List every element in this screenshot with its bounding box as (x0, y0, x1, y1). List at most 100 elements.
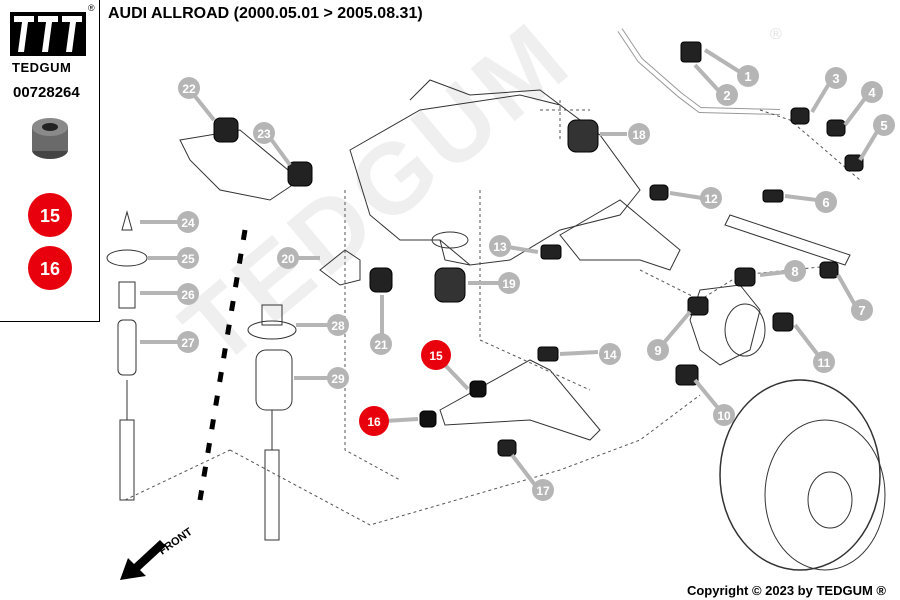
bushing-13 (540, 244, 562, 260)
front-arrow: FRONT (120, 526, 195, 580)
svg-text:23: 23 (257, 127, 271, 141)
bushing-1 (680, 41, 702, 63)
bushing-16 (419, 410, 437, 428)
shock-absorber-left (119, 419, 135, 501)
callout-27: 27 (177, 331, 199, 353)
callout-28: 28 (327, 314, 349, 336)
strut-mount-left (106, 249, 148, 267)
bushing-12 (649, 184, 669, 201)
callout-8: 8 (784, 260, 806, 282)
callout-6: 6 (815, 191, 837, 213)
sidebar-panel: ® TEDGUM 00728264 15 16 (0, 0, 100, 322)
lateral-link (724, 214, 851, 266)
callout-2: 2 (716, 84, 738, 106)
product-thumbnail (32, 118, 68, 159)
assembly-line-bottom (229, 394, 701, 526)
callout-14: 14 (599, 343, 621, 365)
svg-text:13: 13 (493, 240, 507, 254)
lower-wishbone (439, 359, 601, 441)
bushing-6 (762, 189, 784, 203)
svg-text:6: 6 (822, 195, 829, 210)
strut-mount-right (247, 320, 297, 340)
svg-text:25: 25 (181, 252, 195, 266)
svg-text:17: 17 (536, 484, 550, 498)
highlight-badge-16 (28, 246, 72, 290)
bushing-18 (567, 119, 599, 153)
svg-text:11: 11 (818, 356, 831, 370)
vehicle-title: AUDI ALLROAD (2000.05.01 > 2005.08.31) (108, 5, 423, 22)
callout-15: 15 (421, 340, 451, 370)
svg-text:14: 14 (603, 348, 617, 362)
callout-25: 25 (177, 247, 199, 269)
tedgum-logo (10, 12, 86, 56)
wheel-hub-carrier (689, 284, 761, 366)
strut-mount-top (261, 304, 283, 326)
svg-text:1: 1 (744, 69, 751, 84)
callout-7: 7 (851, 299, 873, 321)
copyright: Copyright © 2023 by TEDGUM ® (686, 583, 886, 598)
callout-19: 19 (498, 272, 520, 294)
bushing-19 (434, 267, 466, 303)
svg-text:9: 9 (654, 343, 661, 358)
callout-10: 10 (713, 404, 735, 426)
subframe (349, 94, 641, 266)
svg-text:21: 21 (374, 338, 388, 352)
svg-text:28: 28 (331, 319, 345, 333)
callout-12: 12 (700, 187, 722, 209)
callouts: 1 2 3 4 5 6 7 8 9 10 11 12 13 14 15 16 1… (177, 65, 895, 501)
registered-mark: ® (88, 3, 95, 13)
callout-17: 17 (532, 479, 554, 501)
hub-bearing (724, 303, 766, 357)
svg-text:5: 5 (880, 118, 887, 133)
callout-24: 24 (177, 211, 199, 233)
callout-9: 9 (647, 339, 669, 361)
subframe-top-arm (409, 79, 561, 106)
highlight-badge-15 (28, 193, 72, 237)
center-axis-line (197, 229, 248, 501)
highlight-label-16: 16 (40, 259, 60, 279)
callout-29: 29 (327, 367, 349, 389)
svg-text:19: 19 (502, 277, 516, 291)
svg-text:10: 10 (717, 409, 731, 423)
callout-21: 21 (370, 333, 392, 355)
bushing-3 (790, 107, 810, 125)
trailing-arm-bracket (179, 129, 301, 201)
svg-text:27: 27 (181, 336, 195, 350)
front-label: FRONT (157, 526, 195, 558)
svg-text:7: 7 (858, 303, 865, 318)
bushing-7 (819, 261, 839, 279)
bushing-4 (826, 119, 846, 137)
protective-boot (117, 319, 137, 376)
part-number: 00728264 (13, 84, 80, 101)
wheel-tire (719, 379, 881, 571)
callout-13: 13 (489, 235, 511, 257)
brand-name: TEDGUM (12, 60, 72, 75)
bushing-9 (687, 296, 709, 316)
svg-text:2: 2 (723, 88, 730, 103)
callout-23: 23 (253, 122, 275, 144)
bushing-17 (497, 439, 517, 457)
watermark-registered-mark: ® (770, 26, 782, 43)
bushing-14 (537, 346, 559, 362)
svg-text:16: 16 (367, 415, 381, 429)
wheel-hub-cap (807, 471, 853, 529)
callout-5: 5 (873, 114, 895, 136)
bushing-21 (369, 267, 393, 293)
svg-text:15: 15 (429, 349, 443, 363)
bushing-23 (287, 161, 313, 187)
bushing-15 (469, 380, 487, 398)
svg-text:12: 12 (704, 192, 718, 206)
callout-16: 16 (359, 406, 389, 436)
svg-text:29: 29 (331, 372, 345, 386)
svg-text:26: 26 (181, 288, 195, 302)
bushing-10 (675, 364, 699, 386)
svg-text:20: 20 (281, 252, 295, 266)
callout-22: 22 (178, 77, 200, 99)
highlighted-callouts: 15 16 (28, 193, 72, 290)
engine-mount-bracket (319, 249, 361, 286)
bump-stop (118, 281, 136, 309)
callout-20: 20 (277, 247, 299, 269)
callout-26: 26 (177, 283, 199, 305)
bushing-11 (772, 312, 794, 332)
